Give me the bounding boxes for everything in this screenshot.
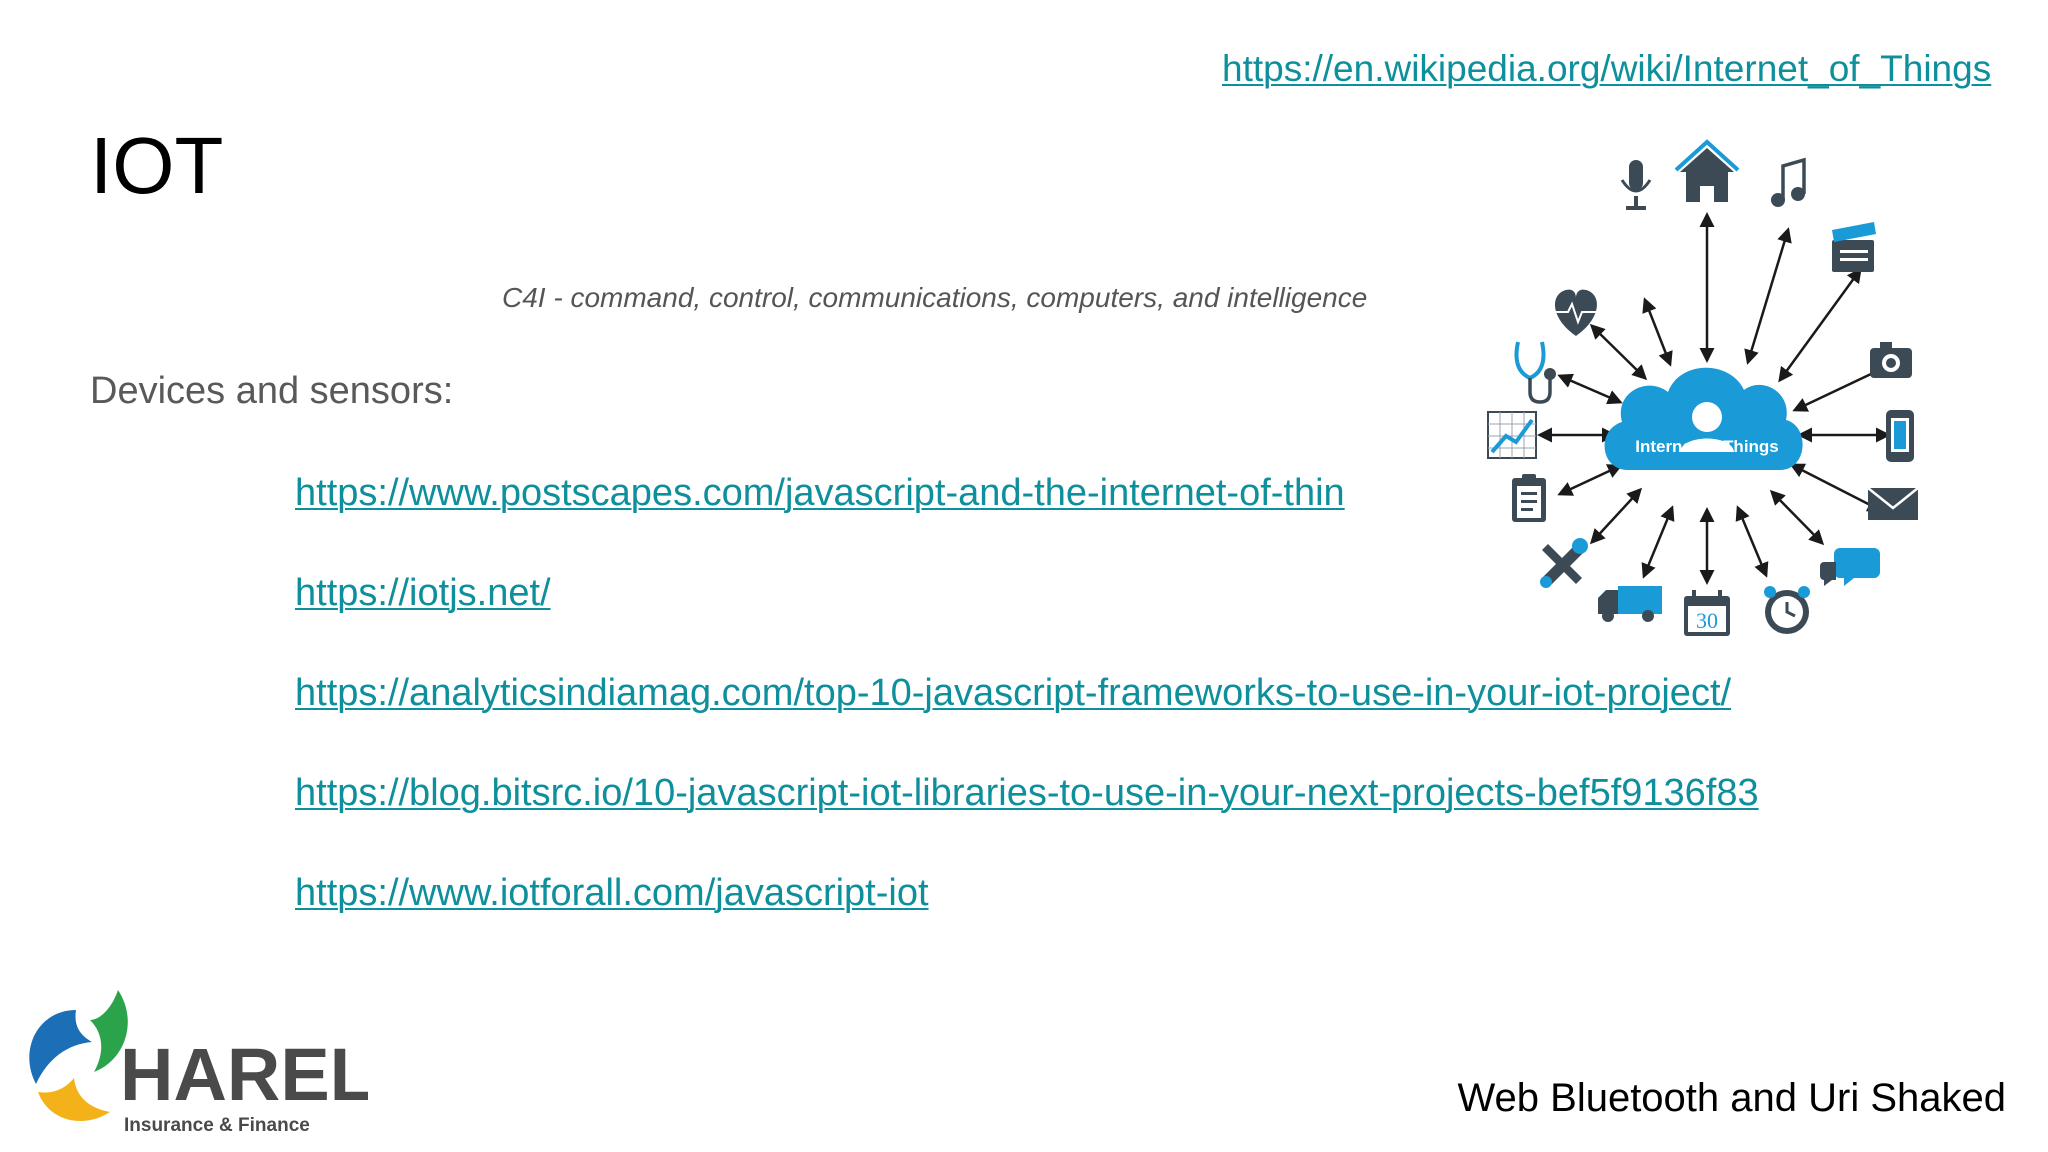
stethoscope-icon [1514, 341, 1556, 404]
slide-subtitle: C4I - command, control, communications, … [502, 282, 1368, 313]
wikipedia-link[interactable]: https://en.wikipedia.org/wiki/Internet_o… [1222, 48, 1992, 89]
iot-diagram: Internet of Things [1487, 139, 1919, 636]
home-icon [1674, 139, 1740, 202]
heart-icon [1555, 289, 1597, 336]
clipboard-icon [1512, 474, 1546, 522]
bitsrc-link[interactable]: https://blog.bitsrc.io/10-javascript-iot… [295, 772, 1759, 814]
truck-icon [1598, 586, 1662, 622]
camera-icon [1870, 342, 1912, 378]
iotforall-link[interactable]: https://www.iotforall.com/javascript-iot [295, 872, 929, 914]
music-note-icon [1771, 157, 1806, 207]
link-list: https://www.postscapes.com/javascript-an… [295, 468, 1895, 968]
iotjs-link[interactable]: https://iotjs.net/ [295, 572, 551, 614]
calendar-icon: 30 [1684, 590, 1730, 636]
chat-bubble-icon [1820, 548, 1880, 586]
chart-icon [1487, 411, 1537, 459]
footer-text: Web Bluetooth and Uri Shaked [1457, 1076, 2007, 1120]
cloud-icon: Internet of Things [1604, 367, 1803, 470]
clapperboard-icon [1832, 222, 1876, 272]
cloud-label: Internet of Things [1635, 437, 1779, 456]
harel-logo: HAREL Insurance & Finance [29, 990, 368, 1136]
calendar-number: 30 [1696, 608, 1718, 633]
smartphone-icon [1886, 410, 1914, 462]
envelope-icon [1867, 487, 1919, 520]
arrows [1537, 212, 1893, 585]
postscapes-link[interactable]: https://www.postscapes.com/javascript-an… [295, 472, 1345, 514]
logo-name: HAREL [120, 1033, 368, 1116]
logo-tagline: Insurance & Finance [124, 1115, 310, 1136]
section-label: Devices and sensors: [90, 370, 454, 412]
tools-icon [1540, 538, 1588, 588]
alarm-clock-icon [1764, 586, 1810, 634]
microphone-icon [1620, 160, 1652, 210]
analyticsindiamag-link[interactable]: https://analyticsindiamag.com/top-10-jav… [295, 672, 1732, 714]
slide-title: IOT [90, 121, 224, 210]
